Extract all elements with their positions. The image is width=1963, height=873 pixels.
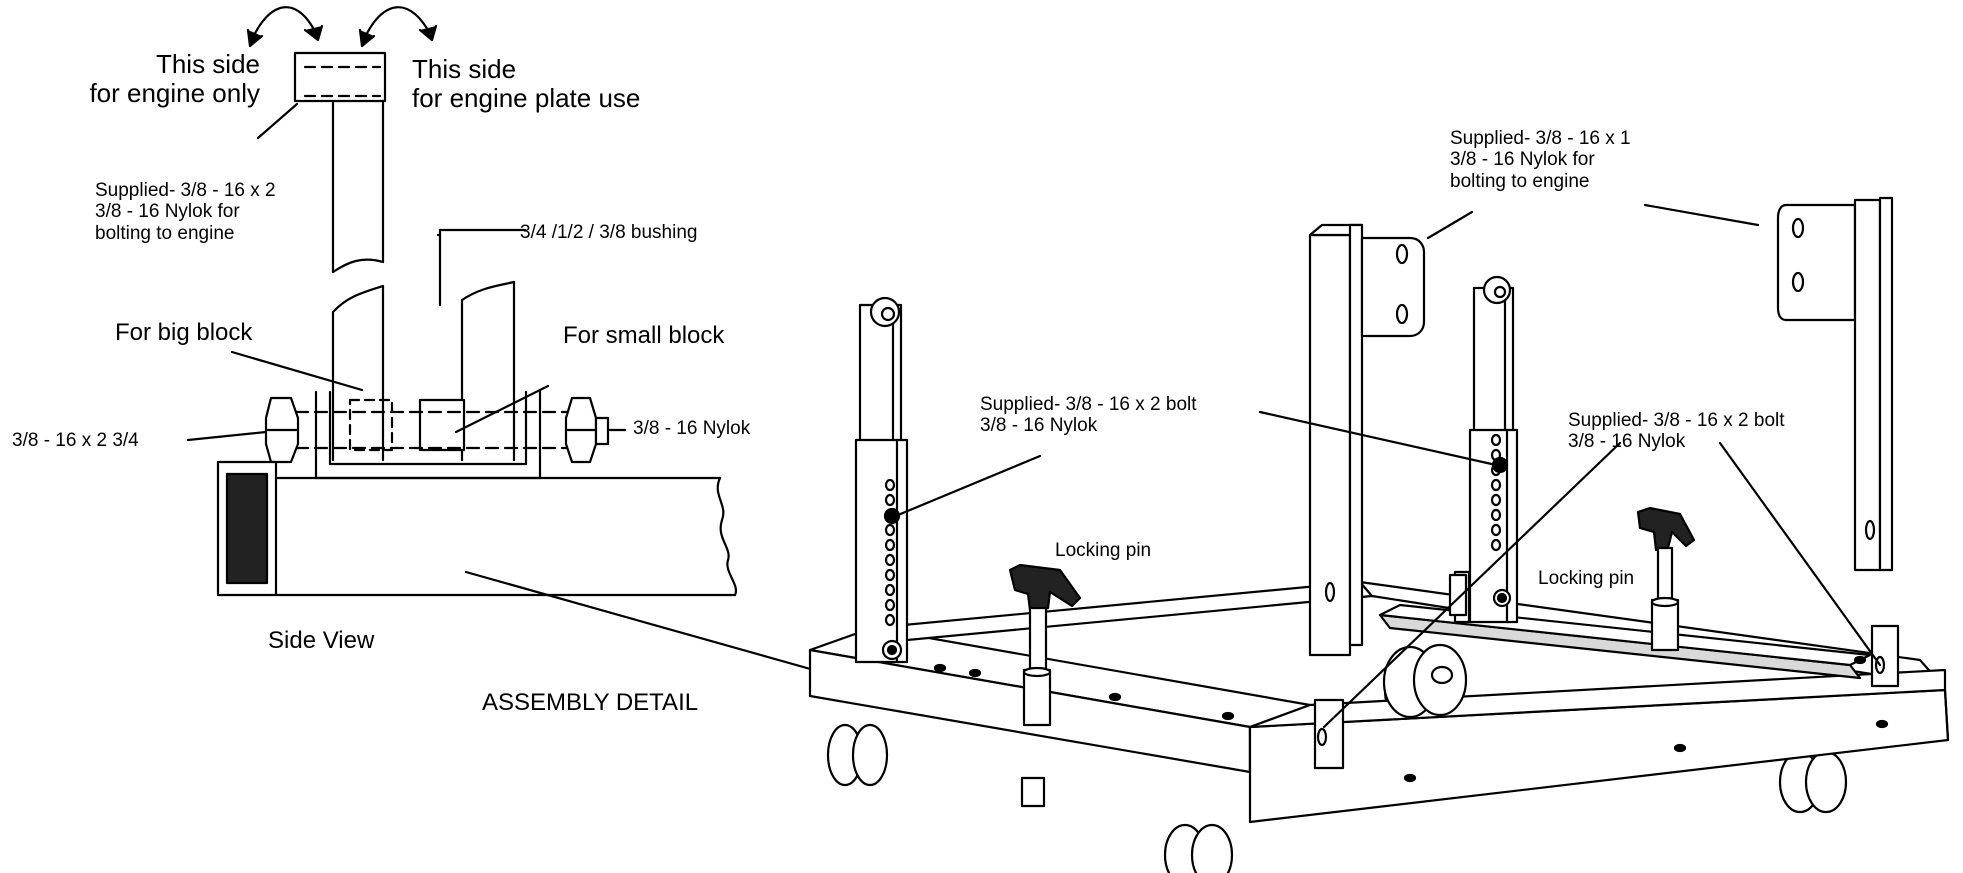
flip-arrows bbox=[246, 6, 438, 48]
locking-pin-right-label: Locking pin bbox=[1538, 568, 1635, 589]
engine-only-line2: for engine only bbox=[89, 78, 260, 109]
supplied-bolt-left-line1: Supplied- 3/8 - 16 x 2 bbox=[95, 180, 276, 201]
supplied-bolt-top-line2: 3/8 - 16 Nylok for bbox=[1450, 149, 1595, 171]
front-caster-wheel bbox=[1382, 643, 1468, 719]
bushings bbox=[348, 398, 466, 452]
rear-upright-post bbox=[1308, 223, 1426, 657]
supplied-bolt-left-label: Supplied- 3/8 - 16 x 2 3/8 - 16 Nylok fo… bbox=[95, 180, 276, 244]
supplied-bolt-right-line2: 3/8 - 16 Nylok bbox=[1568, 431, 1686, 453]
right-adjustable-arm bbox=[1453, 275, 1519, 624]
left-adjustable-arm bbox=[854, 296, 909, 664]
nylok-nut bbox=[564, 396, 610, 464]
supplied-bolt-right-label: Supplied- 3/8 - 16 x 2 bolt 3/8 - 16 Nyl… bbox=[1568, 410, 1785, 453]
left-arm-holes bbox=[883, 478, 901, 627]
detached-bracket-plate bbox=[1776, 196, 1894, 572]
side-view-label: Side View bbox=[268, 627, 375, 654]
bolt-head bbox=[264, 396, 300, 464]
long-bolt-label: 3/8 - 16 x 2 3/4 bbox=[12, 430, 139, 451]
stand-leader-lines bbox=[896, 203, 1882, 729]
supplied-bolt-left-line3: bolting to engine bbox=[95, 222, 235, 244]
supplied-bolt-top-label: Supplied- 3/8 - 16 x 1 3/8 - 16 Nylok fo… bbox=[1450, 128, 1631, 192]
nylok-label: 3/8 - 16 Nylok bbox=[633, 418, 751, 439]
stand-corner-posts bbox=[1313, 573, 1900, 770]
engine-mount-plate bbox=[293, 51, 387, 103]
right-arm-holes bbox=[1490, 433, 1509, 552]
vertical-post-upper bbox=[331, 99, 385, 274]
supplied-bolt-top-line1: Supplied- 3/8 - 16 x 1 bbox=[1450, 128, 1631, 149]
right-locking-pin bbox=[1636, 506, 1696, 652]
locking-pin-left-label: Locking pin bbox=[1055, 540, 1152, 561]
supplied-bolt-mid-line2: 3/8 - 16 Nylok bbox=[980, 415, 1098, 437]
engine-only-label: This side for engine only bbox=[52, 49, 260, 109]
engine-plate-line1: This side bbox=[412, 54, 517, 84]
supplied-bolt-top-line3: bolting to engine bbox=[1450, 170, 1590, 192]
engine-plate-line2: for engine plate use bbox=[412, 83, 641, 114]
assembly-detail-label: ASSEMBLY DETAIL bbox=[482, 689, 699, 716]
supplied-bolt-mid-label: Supplied- 3/8 - 16 x 2 bolt 3/8 - 16 Nyl… bbox=[980, 394, 1197, 437]
supplied-bolt-mid-line1: Supplied- 3/8 - 16 x 2 bolt bbox=[980, 394, 1197, 415]
stand-frame bbox=[808, 580, 1950, 824]
supplied-bolt-left-line2: 3/8 - 16 Nylok for bbox=[95, 201, 240, 223]
engine-plate-label: This side for engine plate use bbox=[412, 54, 641, 114]
engine-only-line1: This side bbox=[155, 49, 260, 79]
side-view-leader-lines bbox=[186, 102, 887, 692]
supplied-bolt-right-line1: Supplied- 3/8 - 16 x 2 bolt bbox=[1568, 410, 1785, 431]
left-locking-pin bbox=[1008, 563, 1082, 727]
bushing-label: 3/4 /1/2 / 3/8 bushing bbox=[520, 222, 698, 243]
small-block-label: For small block bbox=[563, 322, 725, 349]
big-block-label: For big block bbox=[115, 319, 253, 346]
stand-tube bbox=[216, 460, 738, 597]
